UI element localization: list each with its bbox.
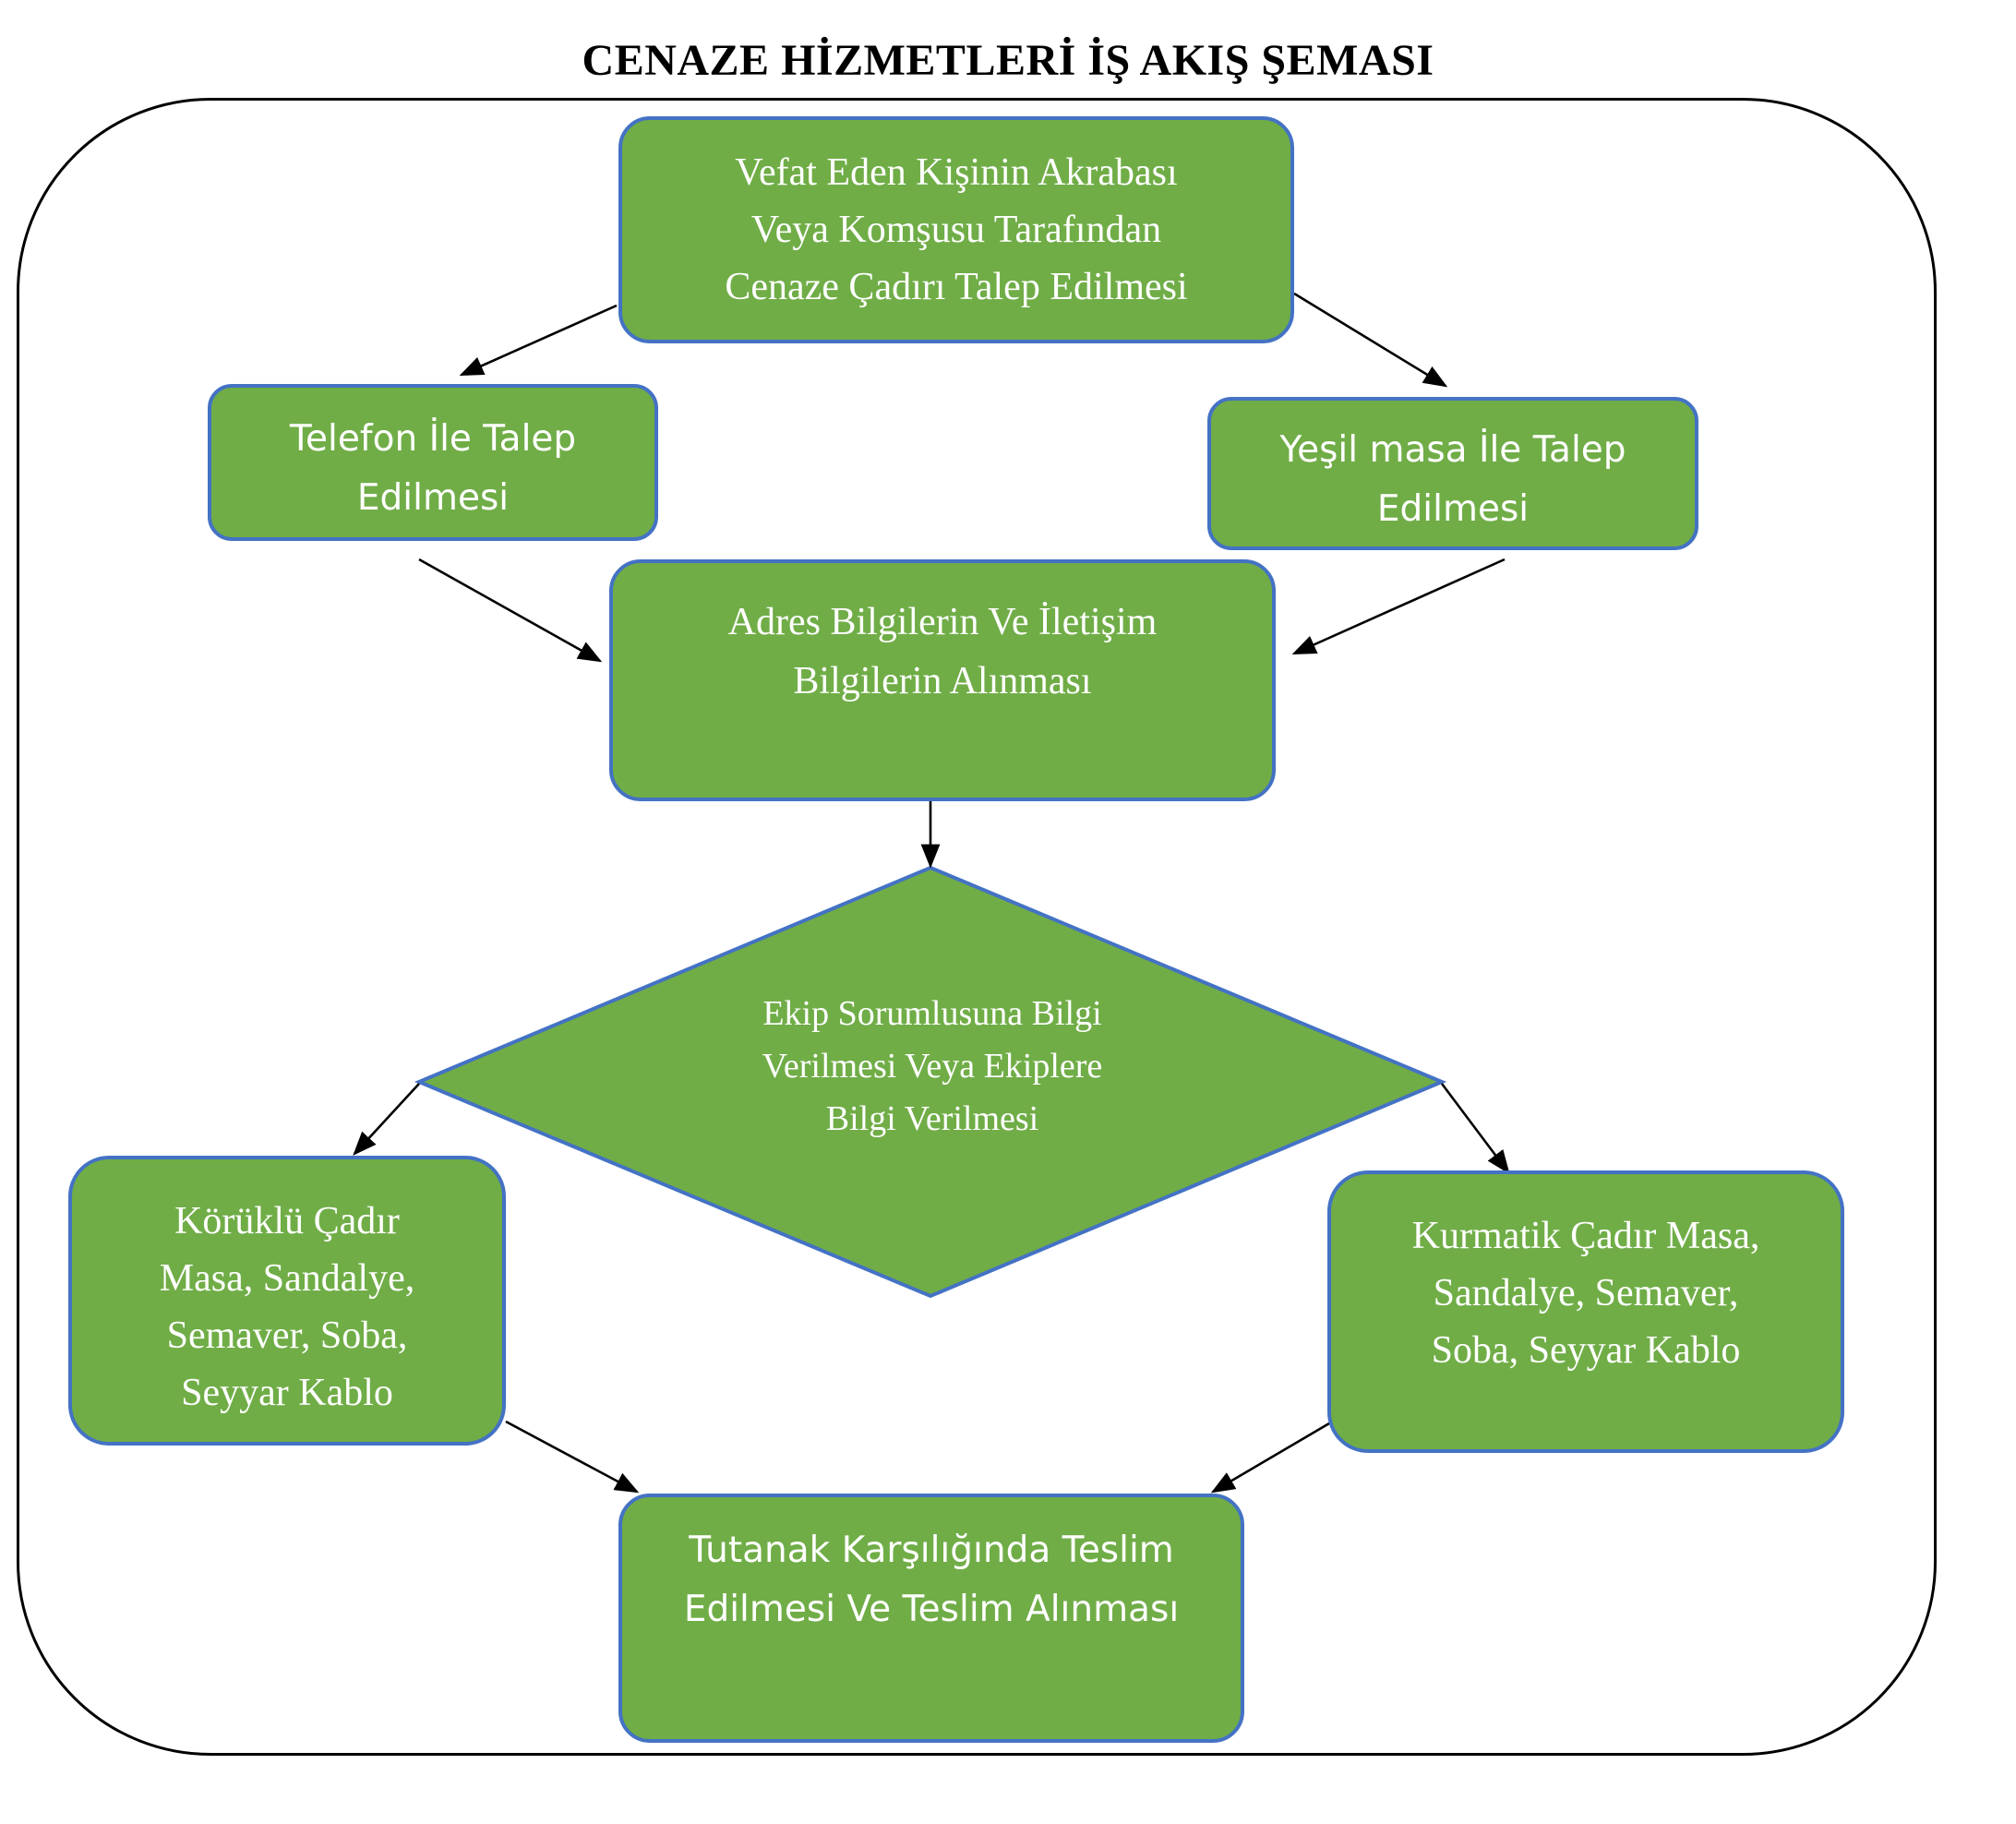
delivery-box: Tutanak Karşılığında Teslim Edilmesi Ve … (618, 1494, 1244, 1743)
address-info-box: Adres Bilgilerin Ve İletişim Bilgilerin … (609, 559, 1276, 801)
phone-request-box: Telefon İle Talep Edilmesi (208, 384, 658, 541)
quick-tent-label: Kurmatik Çadır Masa, Sandalye, Semaver, … (1411, 1215, 1760, 1372)
start-request-box: Vefat Eden Kişinin Akrabası Veya Komşusu… (618, 116, 1294, 343)
green-desk-request-box: Yeşil masa İle Talep Edilmesi (1207, 397, 1698, 550)
decision-diamond (414, 865, 1447, 1299)
delivery-label: Tutanak Karşılığında Teslim Edilmesi Ve … (683, 1530, 1180, 1630)
bellows-tent-box: Körüklü Çadır Masa, Sandalye, Semaver, S… (68, 1156, 506, 1446)
arrow-greendesk-to-address (1291, 558, 1506, 655)
arrow-left-to-end (505, 1420, 640, 1494)
address-info-label: Adres Bilgilerin Ve İletişim Bilgilerin … (727, 601, 1158, 702)
bellows-tent-label: Körüklü Çadır Masa, Sandalye, Semaver, S… (159, 1200, 415, 1414)
start-request-label: Vefat Eden Kişinin Akrabası Veya Komşusu… (725, 151, 1188, 308)
page-title: CENAZE HİZMETLERİ İŞ AKIŞ ŞEMASI (582, 36, 1434, 85)
arrow-phone-to-address (418, 558, 603, 663)
phone-request-label: Telefon İle Talep Edilmesi (289, 418, 577, 519)
decision-label: Ekip Sorumlusuna Bilgi Verilmesi Veya Ek… (762, 994, 1103, 1138)
arrow-start-to-greendesk (1293, 292, 1448, 388)
quick-tent-box: Kurmatik Çadır Masa, Sandalye, Semaver, … (1327, 1170, 1844, 1453)
arrow-decision-to-right (1440, 1083, 1510, 1175)
arrow-right-to-end (1210, 1422, 1330, 1494)
outer-rounded-frame (17, 98, 1937, 1756)
arrow-start-to-phone (459, 304, 618, 377)
arrow-decision-to-left (353, 1083, 420, 1156)
green-desk-request-label: Yeşil masa İle Talep Edilmesi (1279, 429, 1626, 530)
